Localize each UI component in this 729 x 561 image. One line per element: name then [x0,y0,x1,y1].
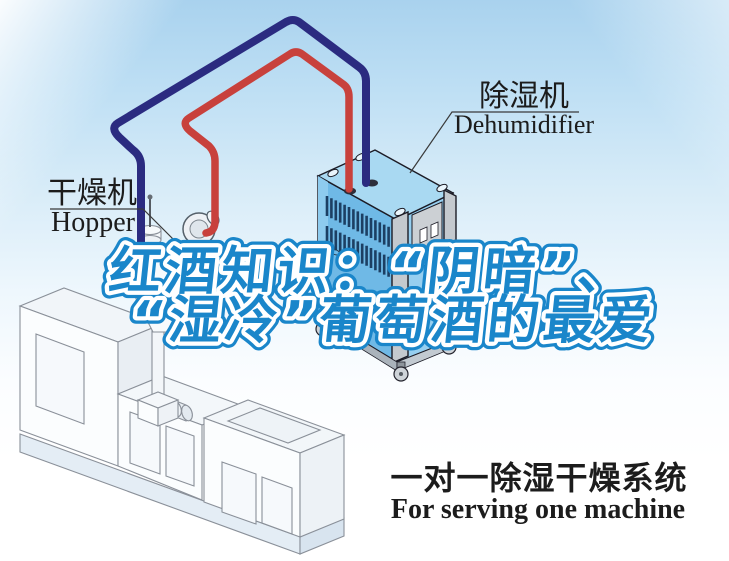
blower-mount-stub [181,243,201,261]
headline-line1-white-stroke: 红酒知识：“阴暗”、 [106,242,636,302]
hopper-mount-right [157,399,179,427]
caption-zh: 一对一除湿干燥系统 [390,459,687,497]
caption-en: For serving one machine [391,494,685,525]
extruder-front-block-end [299,434,345,538]
extruder-panel [35,333,85,425]
bolt-hole [327,168,339,178]
headline-line1: 红酒知识：“阴暗”、 [106,242,636,302]
hopper-callout-line [50,208,185,251]
dehumidifier-label: 除湿机 Dehumidifier [409,79,594,174]
vent-slot [346,255,358,263]
extruder-machine-illustration [18,287,346,555]
hopper-label: 干燥机 Hopper [47,176,185,251]
hopper-sensor-tip [147,194,153,200]
dehumidifier-label-en: Dehumidifier [454,110,594,139]
dehumidifier-edge-highlight [318,176,328,320]
socket-slot [430,221,439,239]
extruder-panel [165,425,195,487]
dehumidifier-callout-line [409,111,579,174]
extruder-panel [261,476,293,535]
dry-air-hose-red [181,48,353,237]
hopper-label-en: Hopper [51,207,136,238]
system-caption: 一对一除湿干燥系统 For serving one machine [390,459,687,525]
vent-slot [329,248,341,256]
socket-slot [419,226,428,244]
headline-line2-white-stroke: “湿冷”葡萄酒的最爱 [128,291,658,351]
dehumidifier-label-zh: 除湿机 [479,79,569,114]
extruder-top-recess-panel [226,407,322,444]
dehumidifier-illustration [315,149,457,382]
headline-overlay: 红酒知识：“阴暗”、 “湿冷”葡萄酒的最爱 红酒知识：“阴暗”、 “湿冷”葡萄酒… [99,235,666,359]
vent-grille-row1 [325,196,390,247]
vent-grille-row2 [325,226,390,277]
headline-line2-outer-stroke: “湿冷”葡萄酒的最爱 [128,291,658,351]
headline-line1-outer-stroke: 红酒知识：“阴暗”、 [106,242,636,302]
caster-wheels [315,316,457,382]
hopper-label-zh: 干燥机 [47,176,137,211]
extruder-panel [221,461,257,525]
socket-switch [427,244,433,253]
return-air-hose-navy [110,16,370,255]
vent-slot [336,297,348,305]
headline-line2: “湿冷”葡萄酒的最爱 [128,291,658,351]
bolt-hole [394,207,406,217]
extruder-coupling [181,404,193,422]
dehumidifier-right-post [443,188,457,345]
bolt-hole [436,183,448,193]
